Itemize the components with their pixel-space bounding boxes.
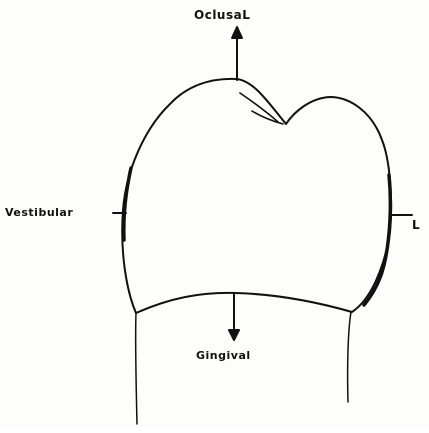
occlusal-label: OclusaL	[194, 9, 250, 21]
root-line-left	[136, 313, 137, 424]
crown-contour-lingual	[364, 175, 390, 305]
crown-contour-vestibular	[124, 168, 131, 240]
root-line-right	[348, 312, 351, 402]
vestibular-label: Vestibular	[5, 207, 73, 218]
gingival-arrow-head	[229, 330, 239, 340]
occlusal-arrow-head	[232, 27, 242, 38]
lingual-label: L	[412, 219, 420, 231]
gingival-label: Gingival	[196, 350, 251, 361]
